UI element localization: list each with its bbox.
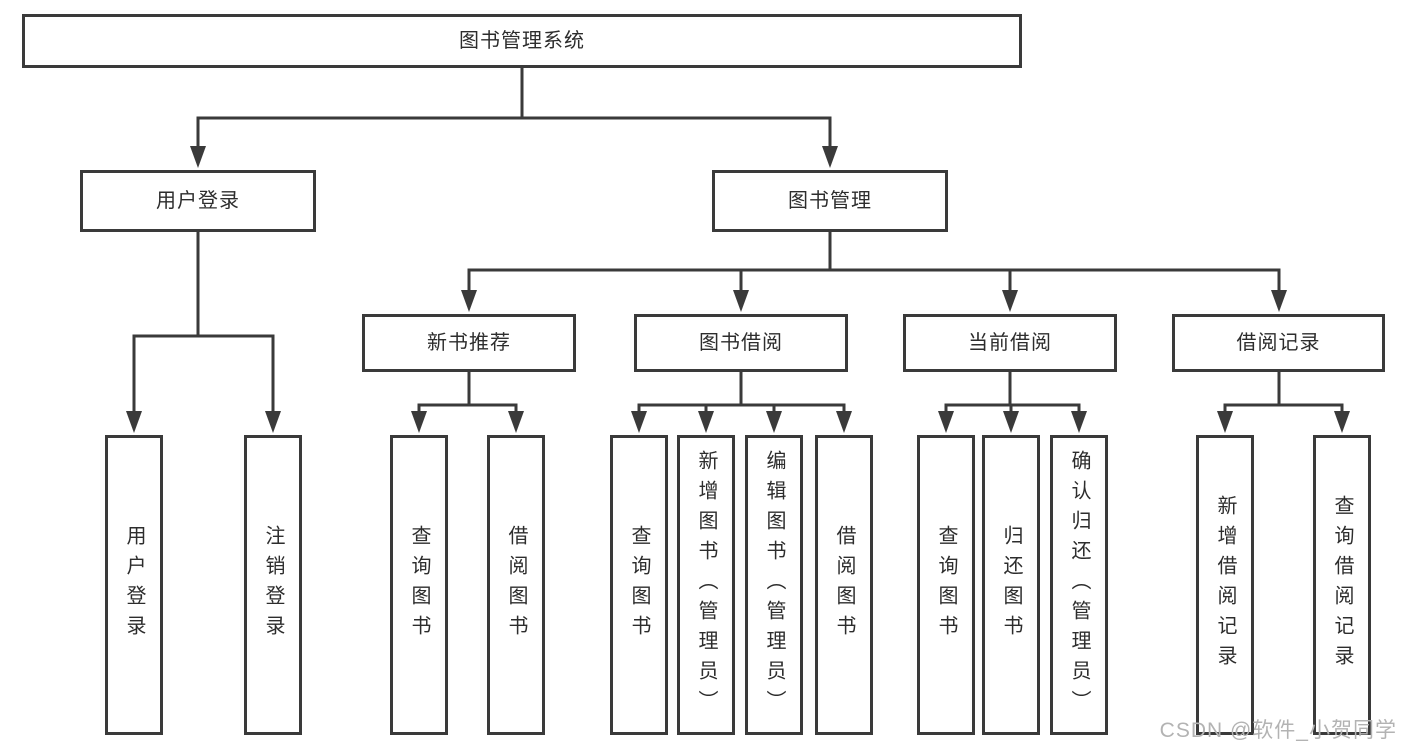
leaf-logout: 注销登录	[244, 435, 302, 735]
connector-borrow-records	[1217, 372, 1350, 433]
connector-book-management	[461, 232, 1287, 312]
connector-root	[190, 68, 838, 168]
node-label: 图书借阅	[699, 332, 783, 354]
connector-new-book	[411, 372, 524, 433]
node-label: 借阅图书	[833, 525, 855, 645]
node-label: 归还图书	[1000, 525, 1022, 645]
node-user-login: 用户登录	[80, 170, 316, 232]
csdn-watermark: CSDN @软件_小贺同学	[1159, 719, 1397, 742]
leaf-query-borrow-record: 查询借阅记录	[1313, 435, 1371, 735]
node-book-borrowing: 图书借阅	[634, 314, 848, 372]
node-label: 新书推荐	[427, 332, 511, 354]
node-label: 图书管理系统	[459, 30, 585, 52]
leaf-query-books-borrowing: 查询图书	[610, 435, 668, 735]
node-book-management: 图书管理	[712, 170, 948, 232]
node-label: 借阅图书	[505, 525, 527, 645]
node-label: 借阅记录	[1236, 332, 1321, 354]
node-label: 用户登录	[156, 190, 240, 212]
node-borrow-records: 借阅记录	[1172, 314, 1385, 372]
node-label: 确认归还（管理员）	[1068, 450, 1090, 720]
connector-user-login	[126, 232, 281, 433]
leaf-borrow-books-recommend: 借阅图书	[487, 435, 545, 735]
node-current-borrowing: 当前借阅	[903, 314, 1117, 372]
leaf-query-books-recommend: 查询图书	[390, 435, 448, 735]
node-label: 注销登录	[262, 525, 284, 645]
connector-book-borrowing	[631, 372, 852, 433]
leaf-add-borrow-record: 新增借阅记录	[1196, 435, 1254, 735]
leaf-confirm-return-admin: 确认归还（管理员）	[1050, 435, 1108, 735]
leaf-user-login: 用户登录	[105, 435, 163, 735]
node-label: 图书管理	[788, 190, 872, 212]
leaf-borrow-books-borrowing: 借阅图书	[815, 435, 873, 735]
node-label: 新增借阅记录	[1214, 495, 1236, 675]
leaf-return-books: 归还图书	[982, 435, 1040, 735]
node-new-book-recommend: 新书推荐	[362, 314, 576, 372]
node-label: 查询图书	[408, 525, 430, 645]
node-label: 查询图书	[935, 525, 957, 645]
node-library-management-system: 图书管理系统	[22, 14, 1022, 68]
node-label: 当前借阅	[968, 332, 1052, 354]
leaf-edit-book-admin: 编辑图书（管理员）	[745, 435, 803, 735]
node-label: 用户登录	[123, 525, 145, 645]
node-label: 查询借阅记录	[1331, 495, 1353, 675]
connector-current-borrowing	[938, 372, 1087, 433]
node-label: 新增图书（管理员）	[695, 450, 717, 720]
node-label: 编辑图书（管理员）	[763, 450, 785, 720]
node-label: 查询图书	[628, 525, 650, 645]
leaf-add-book-admin: 新增图书（管理员）	[677, 435, 735, 735]
leaf-query-books-current: 查询图书	[917, 435, 975, 735]
